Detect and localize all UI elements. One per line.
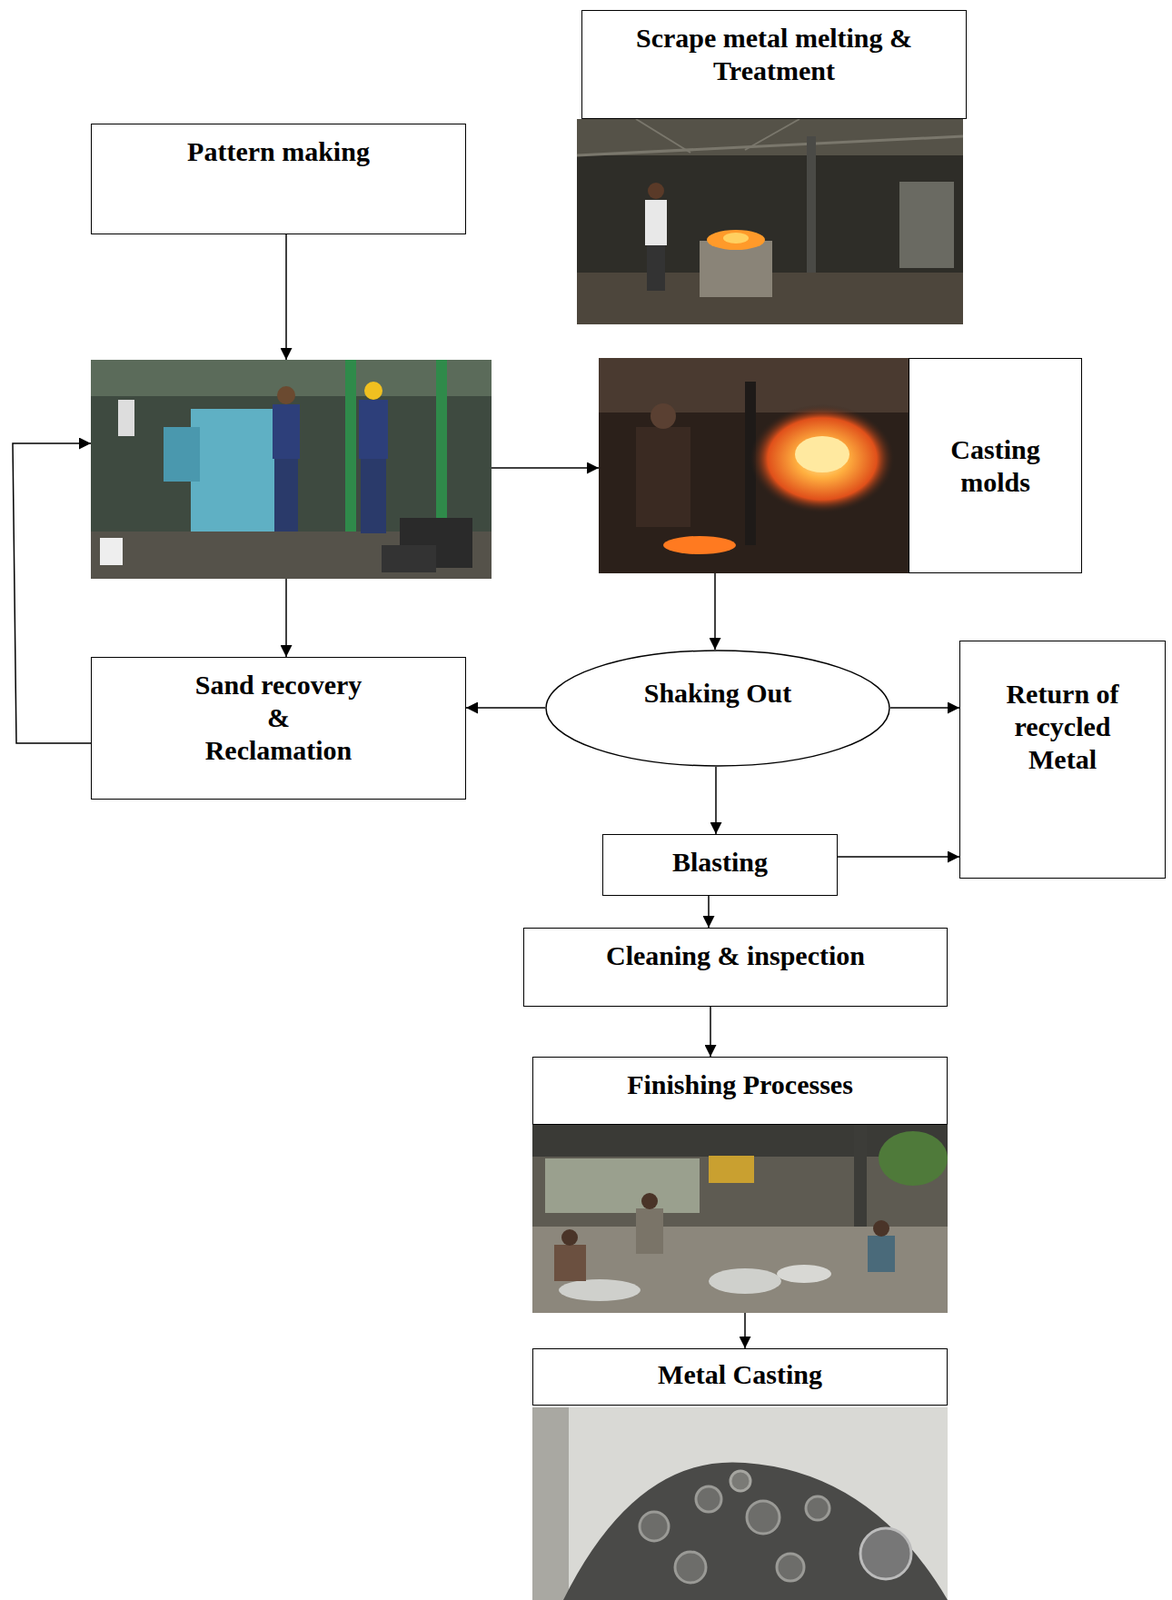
column [345,359,357,542]
window-light [545,1158,700,1213]
worker-body [645,199,667,246]
worker-legs [646,245,666,291]
machine-arm [163,427,200,482]
node-label: Sand recovery & Reclamation [191,668,367,767]
floor-glow [663,536,736,555]
flow-arrow [890,706,960,709]
worker-head [650,403,676,429]
parts-pile [708,1268,782,1294]
worker-body [635,427,691,527]
process-box: Pattern making [90,123,467,235]
column [436,359,447,542]
casting-photo [598,357,909,574]
process-box: Cleaning & inspection [523,927,948,1007]
label-panel: Casting molds [908,357,1083,574]
sign [708,1155,755,1183]
node-label: Return of recycled Metal [983,677,1143,776]
node-label: Casting molds [915,433,1075,499]
molten-glow [749,404,895,514]
loop-arrow [12,443,91,744]
flow-arrow [285,234,288,360]
flame [723,232,749,244]
furnace-glow [706,229,765,250]
node-label: Metal Casting [539,1358,941,1391]
mold-stack [381,545,437,573]
melting-photo [576,119,964,325]
alternator [860,1528,912,1580]
worker-head [873,1220,890,1237]
wall-pillar [532,1407,569,1600]
casting-part [746,1500,780,1534]
worker-head [277,386,296,405]
photo-ground [532,1407,948,1600]
flow-arrow [714,573,716,650]
worker-body [358,399,388,459]
process-box: Blasting [602,834,838,896]
ellipse-shape [546,650,890,766]
roof [576,119,964,156]
worker-head [641,1192,658,1210]
casting-part [805,1496,830,1520]
worker-head [647,182,665,199]
worker-legs [360,458,387,534]
tree [878,1131,948,1186]
casting-part [776,1553,805,1581]
bucket [99,537,123,566]
casting-part [639,1511,669,1541]
worker-body [272,404,300,459]
casting-part [695,1486,722,1512]
flow-arrow [707,895,710,928]
flow-arrow [285,578,288,657]
finishing-photo [532,1124,948,1313]
flow-arrow [466,706,546,709]
helmet [364,381,383,400]
worker-body [118,399,135,437]
molten-core [794,436,850,473]
truss [744,119,800,150]
process-box: Sand recovery & Reclamation [90,656,467,800]
node-label: Shaking Out [583,676,853,710]
casting-part [730,1470,751,1491]
worker-body [867,1235,895,1272]
truss [635,119,691,153]
label-panel: Finishing Processes [532,1056,948,1125]
process-ellipse: Shaking Out [545,649,891,767]
castings-pile [563,1461,948,1600]
molding-photo [90,359,492,579]
process-box: Return of recycled Metal [959,640,1166,879]
casting-part [675,1551,706,1583]
ellipse-outline [545,649,891,767]
photo-ground [532,1124,948,1313]
truss [576,136,964,156]
flow-arrow [491,466,599,469]
worker-body [554,1244,586,1282]
castings-photo [532,1407,948,1600]
node-label: Finishing Processes [539,1068,941,1102]
node-label: Blasting [609,845,831,879]
process-group: Casting molds [598,357,1083,574]
node-label: Scrape metal melting & Treatment [588,21,960,88]
node-label: Cleaning & inspection [530,939,941,973]
parts-pile [558,1279,641,1302]
process-box: Scrape metal melting & Treatment [581,9,967,120]
worker-body [635,1208,664,1254]
node-label: Pattern making [98,135,459,169]
photo-ground [576,119,964,325]
worker-head [561,1229,578,1246]
flow-arrow [709,1006,712,1057]
photo-ground [90,359,492,579]
process-group: Finishing Processes [532,1056,948,1313]
process-box: Metal Casting [532,1348,948,1406]
equipment [899,181,954,269]
floor [532,1226,948,1313]
flow-arrow [715,766,717,835]
worker-legs [274,458,298,532]
flow-arrow [744,1312,746,1349]
photo-ground [598,357,909,574]
parts-pile [776,1264,832,1283]
flow-arrow [837,855,960,858]
